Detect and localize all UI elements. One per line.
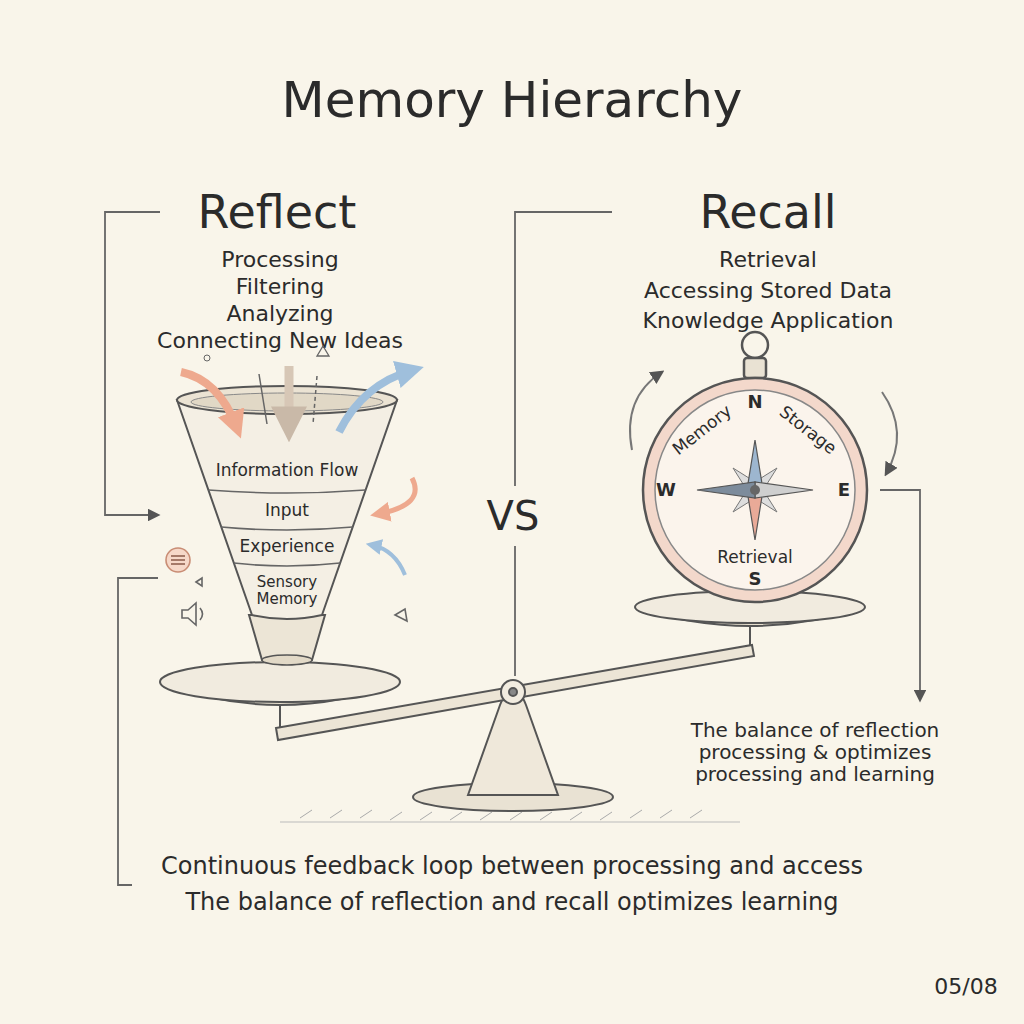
section-heading: Recall [699,187,836,238]
compass-point: N [747,392,762,412]
funnel-shape: Information FlowInputExperienceSensory M… [167,380,407,670]
list-item: Retrieval [719,248,817,272]
compass-point: S [749,569,762,589]
compass-shape: MemoryStorageRetrievalNESW [640,375,870,605]
versus-label: VS [487,494,540,538]
list-item: Knowledge Application [643,309,894,333]
band-label: Experience [240,537,335,556]
compass-word: Retrieval [717,548,793,567]
caption-line: The balance of reflection and recall opt… [185,889,838,915]
band-label: Information Flow [216,461,359,480]
list-item: Accessing Stored Data [644,279,892,303]
list-item: Processing [221,248,338,272]
compass-point: W [656,480,676,500]
compass-point: E [838,480,850,500]
list-item: Filtering [236,275,325,299]
caption-line: Continuous feedback loop between process… [161,853,863,879]
band-label: Input [265,501,309,520]
list-item: Analyzing [226,302,333,326]
diagram-title: Memory Hierarchy [282,73,743,128]
page-number: 05/08 [934,975,997,999]
section-heading: Reflect [198,187,357,238]
list-item: Connecting New Ideas [157,329,403,353]
compass-ring [742,332,768,378]
doodle-icon [166,478,415,671]
band-label: Sensory Memory [243,574,331,607]
note-text: The balance of reflection processing & o… [670,719,960,785]
funnel-shape-outline [167,380,407,670]
